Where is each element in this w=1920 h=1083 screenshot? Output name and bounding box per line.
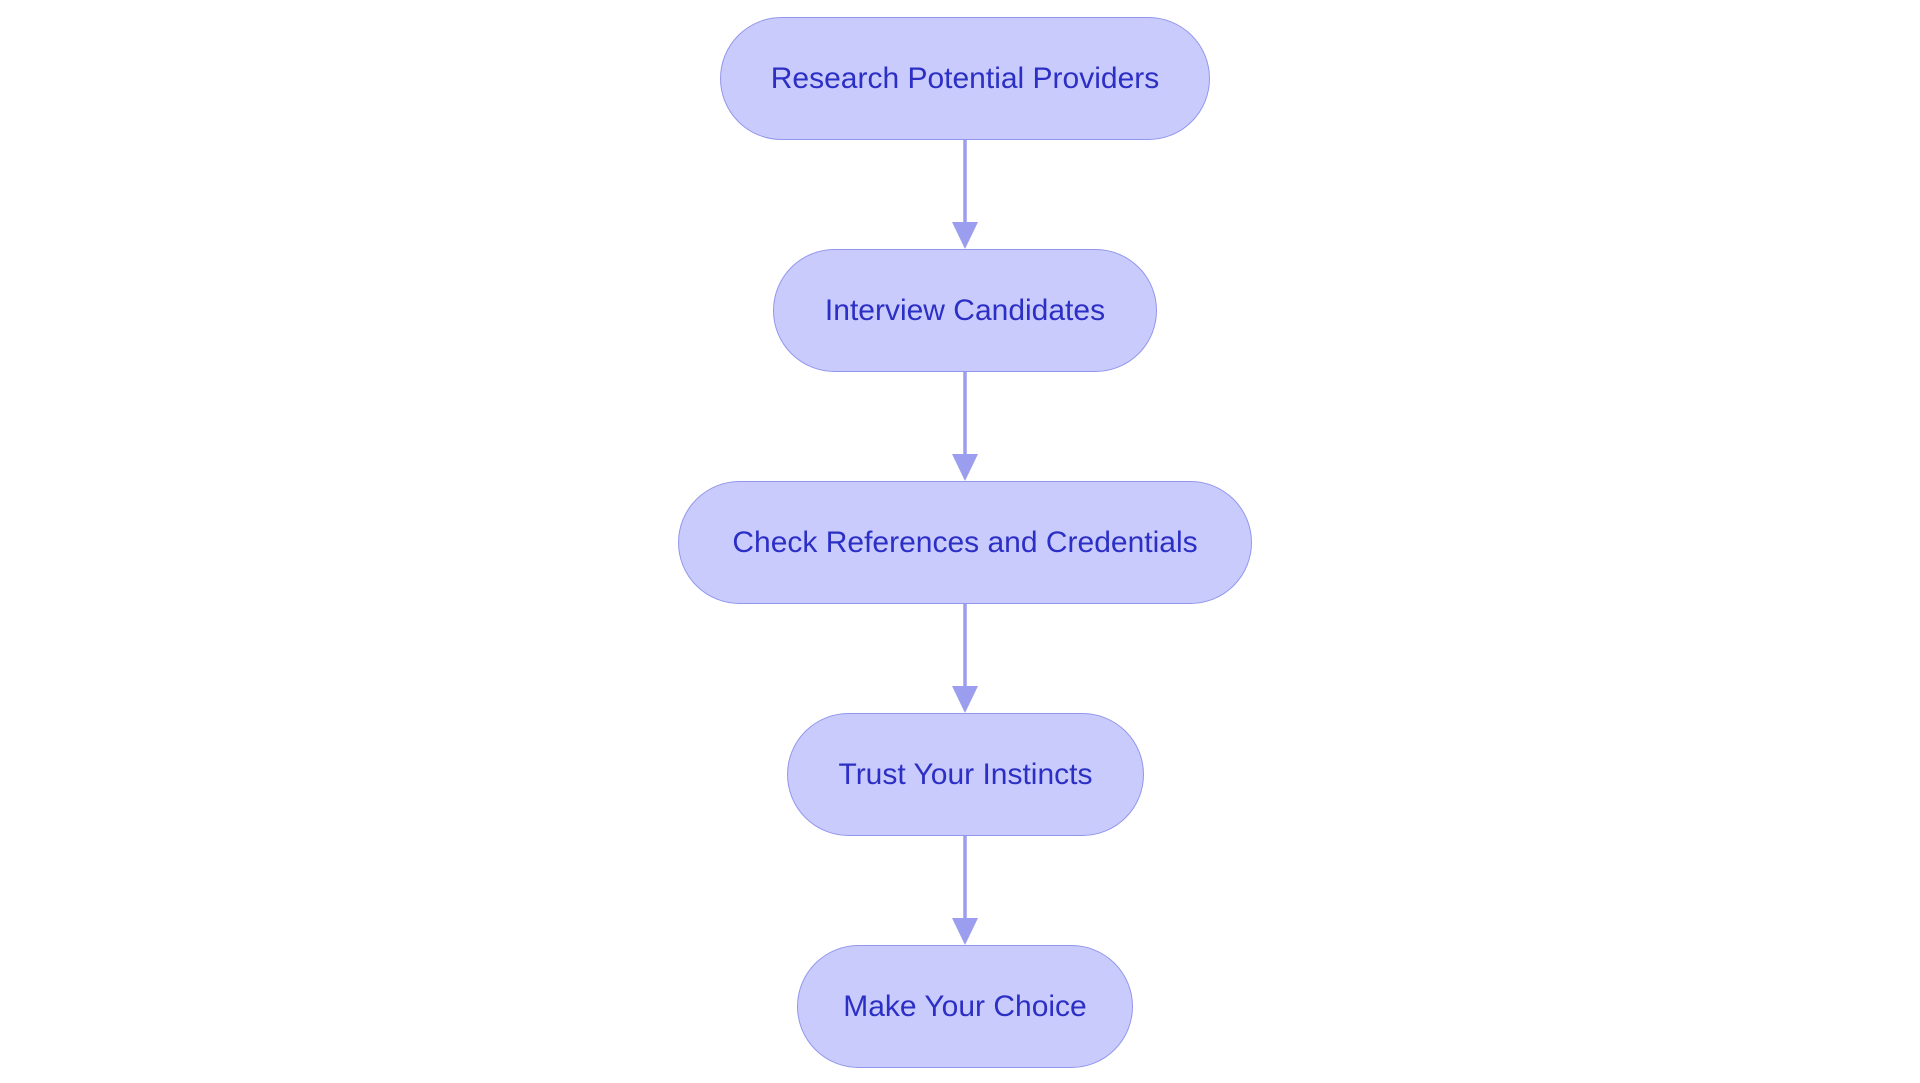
node-label: Trust Your Instincts	[838, 757, 1093, 791]
node-label: Interview Candidates	[824, 293, 1106, 327]
node-check-references-and-credentials: Check References and Credentials	[678, 481, 1252, 604]
node-trust-your-instincts: Trust Your Instincts	[787, 713, 1144, 836]
node-research-potential-providers: Research Potential Providers	[720, 17, 1210, 140]
edge-check-to-trust	[952, 604, 978, 713]
node-label: Research Potential Providers	[770, 61, 1160, 95]
edge-interview-to-check	[952, 372, 978, 481]
edge-research-to-interview	[952, 140, 978, 249]
node-label: Check References and Credentials	[732, 525, 1198, 559]
node-make-your-choice: Make Your Choice	[797, 945, 1133, 1068]
node-interview-candidates: Interview Candidates	[773, 249, 1157, 372]
edge-trust-to-choice	[952, 836, 978, 945]
node-label: Make Your Choice	[843, 989, 1087, 1023]
